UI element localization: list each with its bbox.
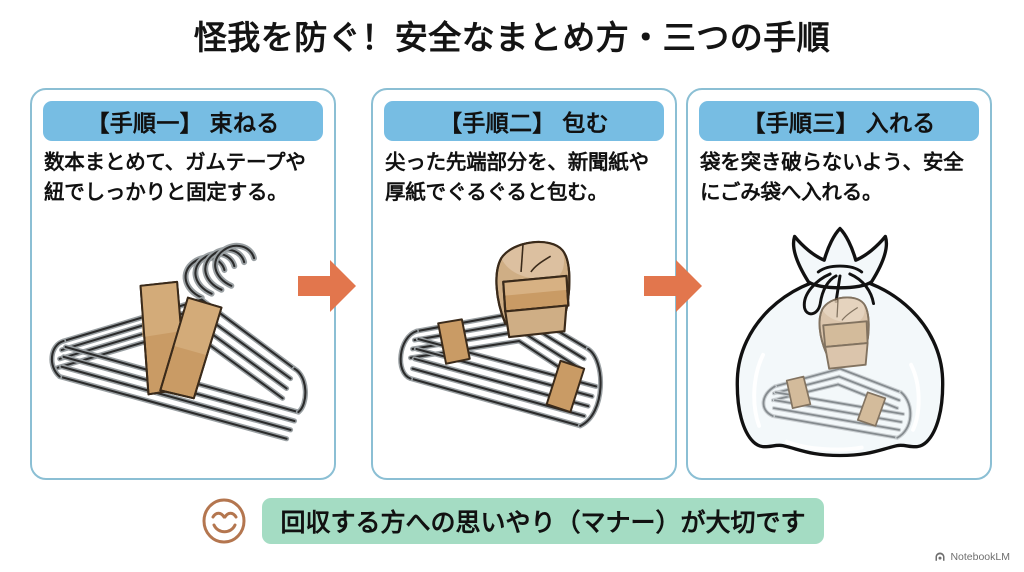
smiley-face-icon	[200, 497, 248, 545]
arrow-step-2-to-3-icon	[642, 256, 704, 316]
illustration-hangers-in-bag	[692, 218, 986, 472]
step-badge-1: 【手順一】 束ねる	[43, 101, 323, 141]
step-body-3: 袋を突き破らないよう、安全にごみ袋へ入れる。	[700, 151, 964, 204]
notebooklm-watermark: NotebookLM	[934, 551, 1010, 563]
page-title: 怪我を防ぐ！安全なまとめ方・三つの手順	[193, 19, 831, 56]
illustration-wrapped-hooks	[377, 218, 671, 472]
step-body-2: 尖った先端部分を、新聞紙や厚紙でぐるぐると包む。	[385, 151, 649, 204]
illustration-bundled-hangers	[36, 218, 330, 472]
step-body-1: 数本まとめて、ガムテープや紐でしっかりと固定する。	[44, 151, 306, 204]
footer-banner: 回収する方への思いやり（マナー）が大切です	[262, 498, 824, 544]
footer-message-row: 回収する方への思いやり（マナー）が大切です	[0, 492, 1024, 550]
notebooklm-label: NotebookLM	[950, 551, 1010, 563]
step-badge-2: 【手順二】 包む	[384, 101, 664, 141]
arrow-step-1-to-2-icon	[296, 256, 358, 316]
footer-message-text: 回収する方への思いやり（マナー）が大切です	[280, 509, 806, 537]
step-card-2: 【手順二】 包む 尖った先端部分を、新聞紙や厚紙でぐるぐると包む。	[371, 88, 677, 480]
notebooklm-logo-icon	[934, 551, 946, 563]
step-card-3: 【手順三】 入れる 袋を突き破らないよう、安全にごみ袋へ入れる。	[686, 88, 992, 480]
step-card-1: 【手順一】 束ねる 数本まとめて、ガムテープや紐でしっかりと固定する。	[30, 88, 336, 480]
step-badge-3: 【手順三】 入れる	[699, 101, 979, 141]
